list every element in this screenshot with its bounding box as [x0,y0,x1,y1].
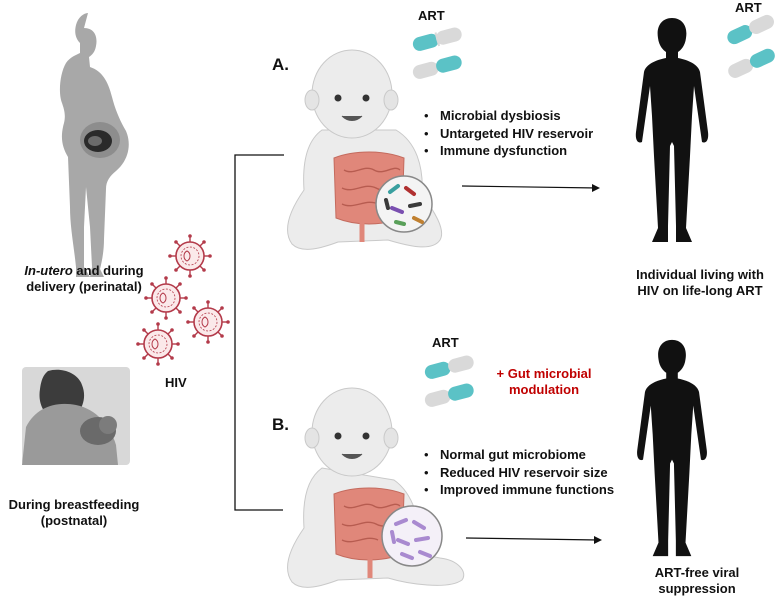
art-capsules-b [424,355,474,407]
outcome-b-label: ART-free viral suppression [622,565,772,597]
gut-modulation-line2: modulation [508,382,580,397]
pregnant-mother-illustration [59,13,129,277]
scenario-b-bullet-3: Improved immune functions [424,481,614,499]
outcome-a-art-label: ART [735,0,762,15]
mother-label-italic: In-utero [24,263,73,278]
scenario-a-bullet-1: Microbial dysbiosis [424,107,593,125]
scenario-a-bullet-3: Immune dysfunction [424,142,593,160]
scenario-b-bullets: Normal gut microbiome Reduced HIV reserv… [424,446,614,499]
breastfeeding-label-line2: (postnatal) [40,513,108,528]
scenario-a-letter: A. [272,55,289,74]
mother-label-line1: In-utero and during [0,263,168,279]
scenario-b-art-label: ART [432,335,459,350]
breastfeeding-label: During breastfeeding (postnatal) [0,497,148,529]
infant-b-illustration [287,387,465,588]
scenario-b-bullet-2: Reduced HIV reservoir size [424,464,614,482]
person-silhouette-a [635,18,709,242]
gut-modulation-label: + Gut microbial modulation [488,366,600,398]
scenario-b-letter: B. [272,415,289,434]
mother-label-line2: delivery (perinatal) [26,279,142,294]
scenario-b-bullet-1: Normal gut microbiome [424,446,614,464]
infant-a-illustration [287,49,442,250]
outcome-a-line2: HIV on life-long ART [637,283,763,298]
outcome-b-line2: suppression [658,581,736,596]
scenario-a-bullet-2: Untargeted HIV reservoir [424,125,593,143]
outcome-b-line1: ART-free viral [654,565,740,580]
breastfeeding-label-line1: During breastfeeding [8,497,140,512]
scenario-a-bullets: Microbial dysbiosis Untargeted HIV reser… [424,107,593,160]
breastfeeding-illustration [22,367,130,465]
art-capsules-outcome-a [727,14,775,78]
gut-modulation-line1: + Gut microbial [496,366,592,381]
person-silhouette-b [637,339,707,557]
outcome-a-line1: Individual living with [636,267,764,282]
scenario-a-art-label: ART [418,8,445,23]
mother-label-rest: and during [72,263,144,278]
hiv-label: HIV [165,375,187,390]
art-capsules-a [412,27,462,79]
mother-transmission-label: In-utero and during delivery (perinatal) [0,263,168,295]
outcome-a-label: Individual living with HIV on life-long … [620,267,780,299]
